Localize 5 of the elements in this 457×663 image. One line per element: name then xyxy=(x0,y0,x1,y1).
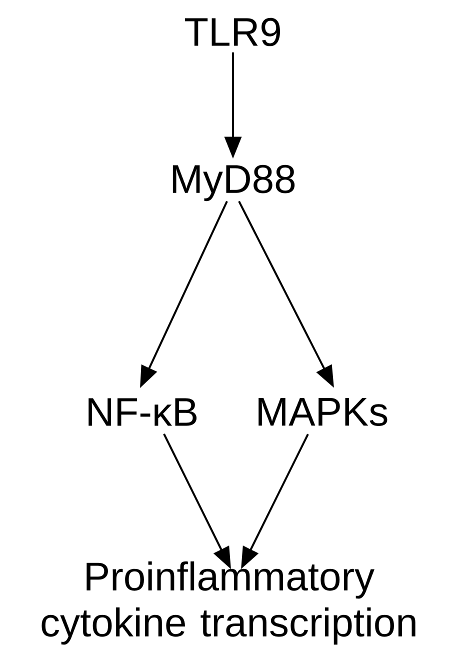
label-text: NF-κB xyxy=(88,398,197,426)
label-text: TLR9 xyxy=(184,18,280,46)
label-text: MAPKs xyxy=(258,398,388,426)
label-text: Proinflammatory cytokine transcription xyxy=(42,561,416,645)
label-text: MyD88 xyxy=(172,164,295,202)
